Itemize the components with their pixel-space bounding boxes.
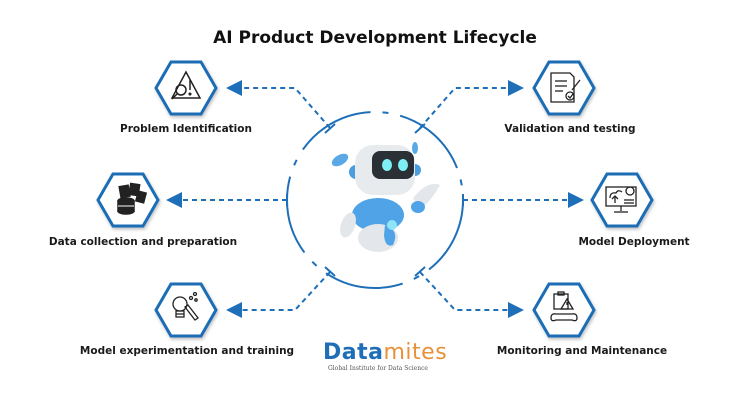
- document-check-icon: [550, 72, 581, 103]
- logo-name-part2: mites: [383, 340, 448, 365]
- robot-illustration: [331, 142, 440, 252]
- lightbulb-test-tube-icon: [172, 291, 199, 321]
- clipboard-wrench-icon: [550, 291, 578, 322]
- connector-model-exp: [226, 271, 331, 318]
- stage-label-deployment: Model Deployment: [578, 236, 690, 248]
- hex-deployment: [590, 172, 654, 228]
- hex-model-experimentation: [154, 282, 218, 338]
- connector-validation: [419, 80, 524, 129]
- stage-label-problem-identification: Problem Identification: [120, 123, 252, 135]
- warning-magnifier-icon: [170, 70, 202, 100]
- hexagons: [96, 60, 654, 338]
- connector-monitoring: [419, 271, 524, 318]
- stage-label-monitoring: Monitoring and Maintenance: [496, 345, 668, 357]
- connectors: [166, 80, 584, 318]
- stage-label-model-experimentation: Model experimentation and training: [79, 345, 295, 357]
- stage-label-data-collection: Data collection and preparation: [48, 236, 238, 248]
- stage-label-validation: Validation and testing: [504, 123, 636, 135]
- monitor-upload-gear-icon: [605, 186, 637, 213]
- database-documents-icon: [117, 182, 148, 215]
- datamites-logo: Datamites Global Institute for Data Scie…: [323, 340, 447, 373]
- diagram-title: AI Product Development Lifecycle: [213, 28, 537, 48]
- hex-monitoring: [532, 282, 596, 338]
- logo-tagline: Global Institute for Data Science: [328, 365, 428, 372]
- connector-problem: [226, 80, 331, 129]
- logo-name-part1: Data: [323, 340, 384, 365]
- hex-validation: [532, 60, 596, 116]
